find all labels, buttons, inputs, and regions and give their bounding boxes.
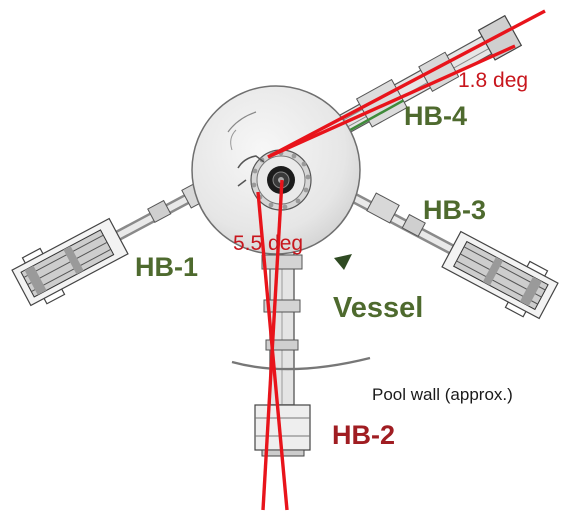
vessel-label: Vessel — [333, 292, 424, 324]
hb2-angle-lines — [256, 179, 289, 511]
hb4-angle-label: 1.8 deg — [458, 69, 529, 92]
hb4-label: HB-4 — [404, 101, 468, 131]
hb2-angle-label: 5.5 deg — [233, 232, 304, 255]
reactor-vessel — [191, 85, 361, 255]
pool-wall-label: Pool wall (approx.) — [372, 385, 513, 404]
hb2-label: HB-2 — [332, 420, 396, 450]
hb3-label: HB-3 — [423, 195, 487, 225]
vessel-pointer-arrow — [334, 254, 352, 270]
hb1-label: HB-1 — [135, 252, 199, 282]
hb4-angle-lines — [267, 9, 546, 159]
pool-wall-arc — [231, 356, 371, 371]
hb3-beam-tube — [299, 166, 559, 320]
